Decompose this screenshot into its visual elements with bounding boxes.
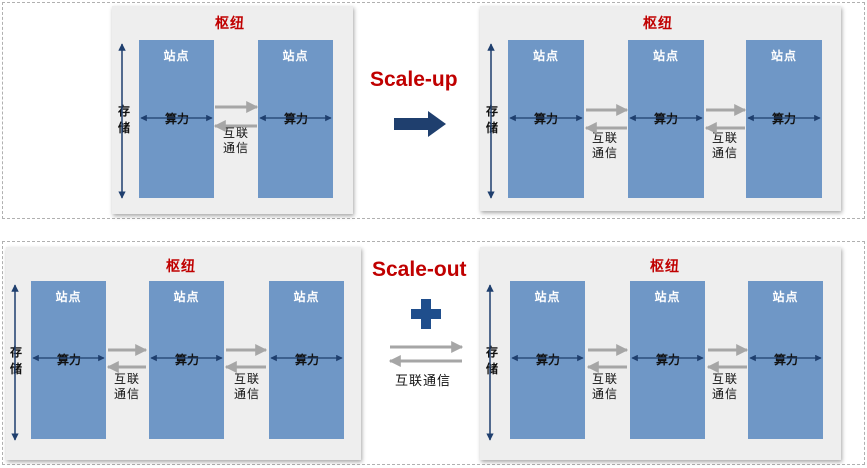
site-label: 站点 [173, 290, 200, 304]
interconnect-label: 互联 通信 [592, 131, 619, 160]
hub-label: 枢纽 [166, 259, 196, 275]
site-label: 站点 [772, 290, 799, 304]
site-label: 站点 [654, 290, 681, 304]
site-label: 站点 [770, 49, 797, 63]
site-label: 站点 [652, 49, 679, 63]
hub-label: 枢纽 [650, 259, 680, 275]
site-label: 站点 [534, 290, 561, 304]
plus-icon [411, 299, 441, 329]
scale-up-title: Scale-up [370, 68, 458, 91]
interconnect-label: 互联 通信 [223, 126, 250, 155]
interconnect-label: 互联 通信 [712, 372, 739, 401]
site-label: 站点 [163, 49, 190, 63]
site-label: 站点 [282, 49, 309, 63]
right-arrow-icon [394, 111, 446, 137]
interconnect-label: 互联 通信 [234, 372, 261, 401]
hub-label: 枢纽 [215, 16, 245, 32]
panel-scale-out-right: 枢纽 存 储 站点 算力 站点 算力 站点 算力 互联 通信 互联 通信 [480, 247, 841, 460]
interconnect-label: 互联 通信 [592, 372, 619, 401]
interconnect-label-center: 互联通信 [395, 374, 452, 389]
panel-after-scale-up: 枢纽 存 储 站点 算力 站点 算力 站点 算力 互联 通信 互联 通信 [480, 6, 841, 211]
scale-up-group [2, 2, 865, 219]
scale-out-group [2, 241, 865, 465]
hub-label: 枢纽 [643, 16, 673, 32]
site-label: 站点 [55, 290, 82, 304]
interconnect-label: 互联 通信 [712, 131, 739, 160]
interconnect-label: 互联 通信 [114, 372, 141, 401]
scale-out-title: Scale-out [372, 258, 467, 281]
site-label: 站点 [532, 49, 559, 63]
site-label: 站点 [293, 290, 320, 304]
